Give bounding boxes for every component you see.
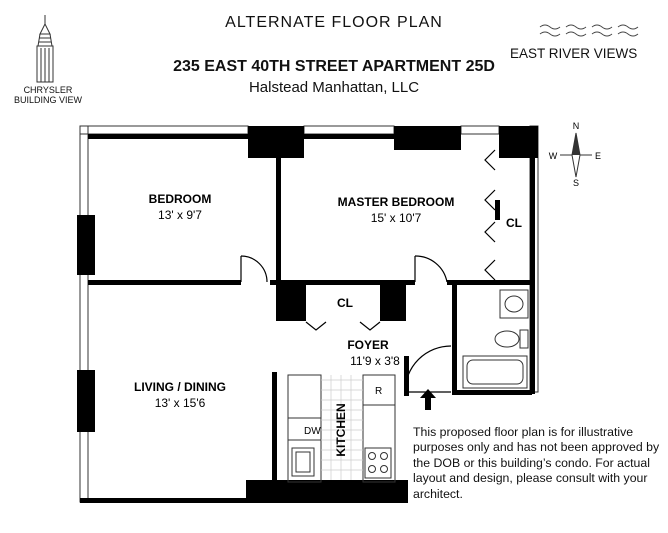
- chrysler-building-icon: [36, 15, 54, 83]
- bathroom-fixtures: [462, 289, 529, 389]
- east-river-view-label: EAST RIVER VIEWS: [510, 46, 638, 61]
- compass-e: E: [595, 151, 601, 161]
- disclaimer-text: This proposed floor plan is for illustra…: [413, 425, 660, 501]
- room-dims-master-bedroom: 15' x 10'7: [371, 211, 422, 225]
- room-name-kitchen: KITCHEN: [334, 403, 348, 456]
- door-swings: [240, 149, 496, 393]
- kitchen-tile-floor: [321, 375, 363, 480]
- compass-n: N: [573, 121, 580, 131]
- kitchen-fixtures: [287, 374, 396, 483]
- river-waves-icon: [539, 24, 639, 37]
- compass-w: W: [549, 151, 558, 161]
- room-dims-foyer: 11'9 x 3'8: [350, 354, 400, 368]
- room-name-master-bedroom: MASTER BEDROOM: [338, 195, 455, 209]
- brokerage-name: Halstead Manhattan, LLC: [248, 79, 420, 96]
- refrigerator-label: R: [375, 386, 382, 397]
- room-dims-bedroom: 13' x 9'7: [158, 208, 202, 222]
- entry-arrow-icon: [420, 389, 436, 410]
- closet-stubs: [495, 200, 500, 220]
- room-dims-living-dining: 13' x 15'6: [155, 396, 206, 410]
- chrysler-label-line2: BUILDING VIEW: [13, 95, 82, 105]
- compass-icon: N E S W: [549, 121, 601, 188]
- apartment-address: 235 EAST 40TH STREET APARTMENT 25D: [173, 58, 495, 75]
- closet-label-master: CL: [506, 216, 522, 230]
- walls: [77, 126, 538, 503]
- compass-s: S: [573, 178, 579, 188]
- chrysler-label-line1: CHRYSLER: [23, 85, 73, 95]
- plan-title: ALTERNATE FLOOR PLAN: [225, 14, 443, 31]
- chrysler-view-label: CHRYSLER BUILDING VIEW: [8, 85, 88, 105]
- dishwasher-label: DW: [304, 426, 321, 437]
- room-name-living-dining: LIVING / DINING: [134, 380, 226, 394]
- room-name-bedroom: BEDROOM: [149, 192, 212, 206]
- closet-label-foyer: CL: [337, 296, 353, 310]
- room-name-foyer: FOYER: [347, 338, 389, 352]
